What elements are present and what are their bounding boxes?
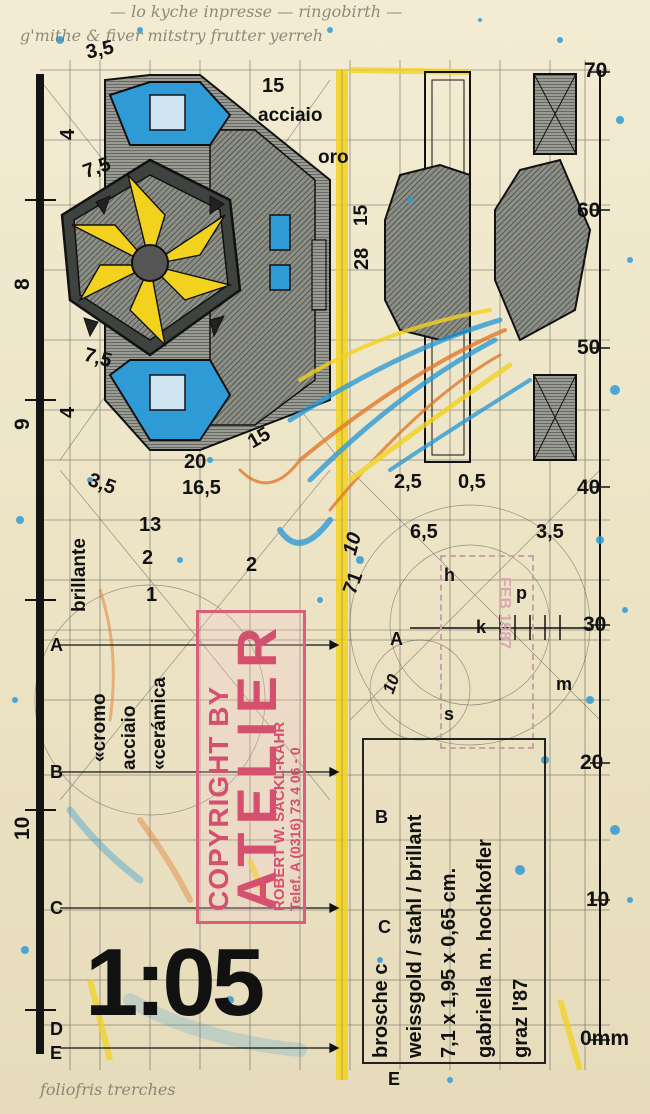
section-b-right: B	[375, 807, 388, 827]
title-block: brosche c weissgold / stahl / brillant 7…	[362, 738, 546, 1064]
dim-2: 2	[142, 547, 154, 569]
left-ruler-bar	[36, 74, 44, 1054]
info-size: 7,1 x 1,95 x 0,65 cm.	[438, 867, 460, 1058]
pencil-rays	[66, 308, 532, 1057]
faint-stamp-text: FEB 1987	[496, 577, 513, 650]
handwritten-note-3: foliofris trerches	[40, 1080, 176, 1099]
geom-p: p	[516, 583, 527, 603]
ruler-label-60: 60	[577, 199, 601, 222]
label-acciaio-side: acciaio	[119, 705, 140, 770]
ruler-label-10: 10	[586, 888, 610, 911]
stamp-phone: Telef. A (0316) 73 4 06 - 0	[287, 747, 303, 911]
left-ruler-10: 10	[11, 816, 34, 840]
ruler-label-40: 40	[577, 476, 601, 499]
left-ruler-9: 9	[11, 418, 34, 430]
left-ruler-8: 8	[11, 278, 34, 290]
dim-20: 20	[184, 451, 207, 473]
label-brillante: brillante	[69, 538, 90, 612]
info-designer: gabriella m. hochkofler	[474, 839, 496, 1058]
dim-6-5: 6,5	[410, 521, 438, 543]
dim-16-5: 16,5	[182, 477, 221, 499]
blue-splatter	[12, 18, 633, 1083]
label-acciaio-top: acciaio	[258, 105, 323, 126]
dim-28: 28	[351, 247, 373, 270]
brooch-side-view	[384, 71, 592, 463]
dim-4-mid: 4	[57, 406, 79, 418]
ruler-label-70: 70	[584, 59, 608, 82]
info-material: weissgold / stahl / brillant	[404, 814, 426, 1058]
geom-h: h	[444, 565, 455, 585]
dim-2-5: 2,5	[394, 471, 422, 493]
label-cromo: «cromo	[89, 693, 110, 762]
dim-10-yellow: 10	[339, 530, 367, 558]
section-c-right: C	[378, 917, 391, 937]
info-brosche: brosche c	[370, 963, 392, 1058]
geom-m: m	[556, 674, 573, 694]
dim-13: 13	[139, 514, 162, 536]
brooch-plan-view	[60, 74, 331, 451]
ruler-label-20: 20	[580, 751, 604, 774]
stamp-name: ROBERT W. SACKL-KAHR	[271, 721, 288, 911]
ruler-label-0mm: 0mm	[580, 1027, 630, 1050]
section-a-left: A	[50, 635, 63, 655]
left-ruler-ticks	[25, 199, 56, 1011]
section-arrows	[60, 639, 340, 1054]
label-oro: oro	[318, 147, 349, 168]
section-e-left: E	[50, 1043, 63, 1063]
handwritten-note-2: g'mithe & fiver mitstry frutter yerreh	[20, 26, 324, 45]
dim-2-center: 2	[246, 554, 258, 576]
copyright-stamp: COPYRIGHT BY ATELIER ROBERT W. SACKL-KAH…	[196, 610, 306, 924]
faint-date-stamp: FEB 1987	[440, 555, 534, 749]
section-c-left: C	[50, 898, 63, 918]
dim-1: 1	[146, 584, 158, 606]
right-ruler-ticks	[590, 71, 610, 1041]
section-d-left: D	[50, 1019, 63, 1039]
section-e-right: E	[388, 1069, 401, 1089]
geom-k: k	[476, 617, 487, 637]
handwritten-note-1: — lo kyche inpresse — ringobirth —	[110, 2, 403, 21]
dim-15-side: 15	[351, 204, 372, 226]
dim-3-5-right: 3,5	[536, 521, 564, 543]
section-a-right: A	[390, 629, 403, 649]
geom-s: s	[444, 704, 455, 724]
dim-3-5-top: 3,5	[84, 36, 116, 64]
info-place-year: graz l'87	[510, 978, 532, 1058]
ruler-label-30: 30	[583, 613, 607, 636]
scale-label: 1:05	[85, 929, 265, 1036]
dim-0-5: 0,5	[458, 471, 486, 493]
section-b-left: B	[50, 762, 63, 782]
dim-4-top: 4	[57, 128, 79, 140]
label-ceramica: «cerámica	[149, 677, 170, 770]
dim-15-top: 15	[262, 75, 285, 97]
ruler-label-50: 50	[577, 336, 601, 359]
